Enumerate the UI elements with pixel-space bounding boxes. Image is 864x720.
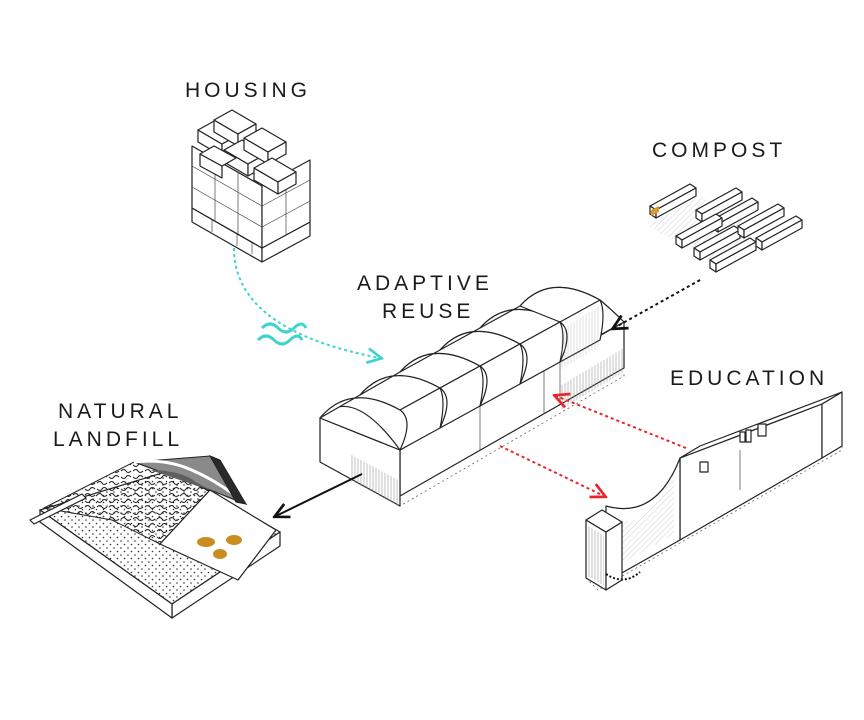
natural-landfill-illustration bbox=[29, 455, 282, 619]
label-natural-landfill-line1: NATURAL bbox=[58, 400, 182, 423]
reuse-to-landfill-flow bbox=[276, 473, 363, 516]
compost-bin-accent bbox=[651, 205, 659, 217]
label-adaptive-reuse-line1: ADAPTIVE bbox=[357, 272, 493, 295]
landfill-blob bbox=[197, 537, 215, 547]
label-natural-landfill-line2: LANDFILL bbox=[53, 428, 183, 451]
housing-illustration bbox=[191, 109, 311, 263]
education-illustration bbox=[585, 391, 843, 591]
compost-to-reuse-flow bbox=[614, 279, 701, 328]
education-to-reuse-flow bbox=[556, 396, 687, 449]
label-education: EDUCATION bbox=[670, 367, 828, 390]
label-compost: COMPOST bbox=[652, 139, 786, 162]
adaptive-reuse-illustration bbox=[319, 286, 625, 507]
landfill-blob bbox=[226, 535, 242, 545]
landfill-blob bbox=[213, 549, 227, 559]
housing-to-reuse-flow bbox=[233, 247, 380, 358]
label-adaptive-reuse-line2: REUSE bbox=[382, 300, 474, 323]
label-housing: HOUSING bbox=[185, 79, 311, 102]
reuse-to-education-flow bbox=[499, 445, 604, 496]
compost-illustration bbox=[648, 183, 803, 273]
housing-wavy-accent bbox=[256, 322, 308, 346]
